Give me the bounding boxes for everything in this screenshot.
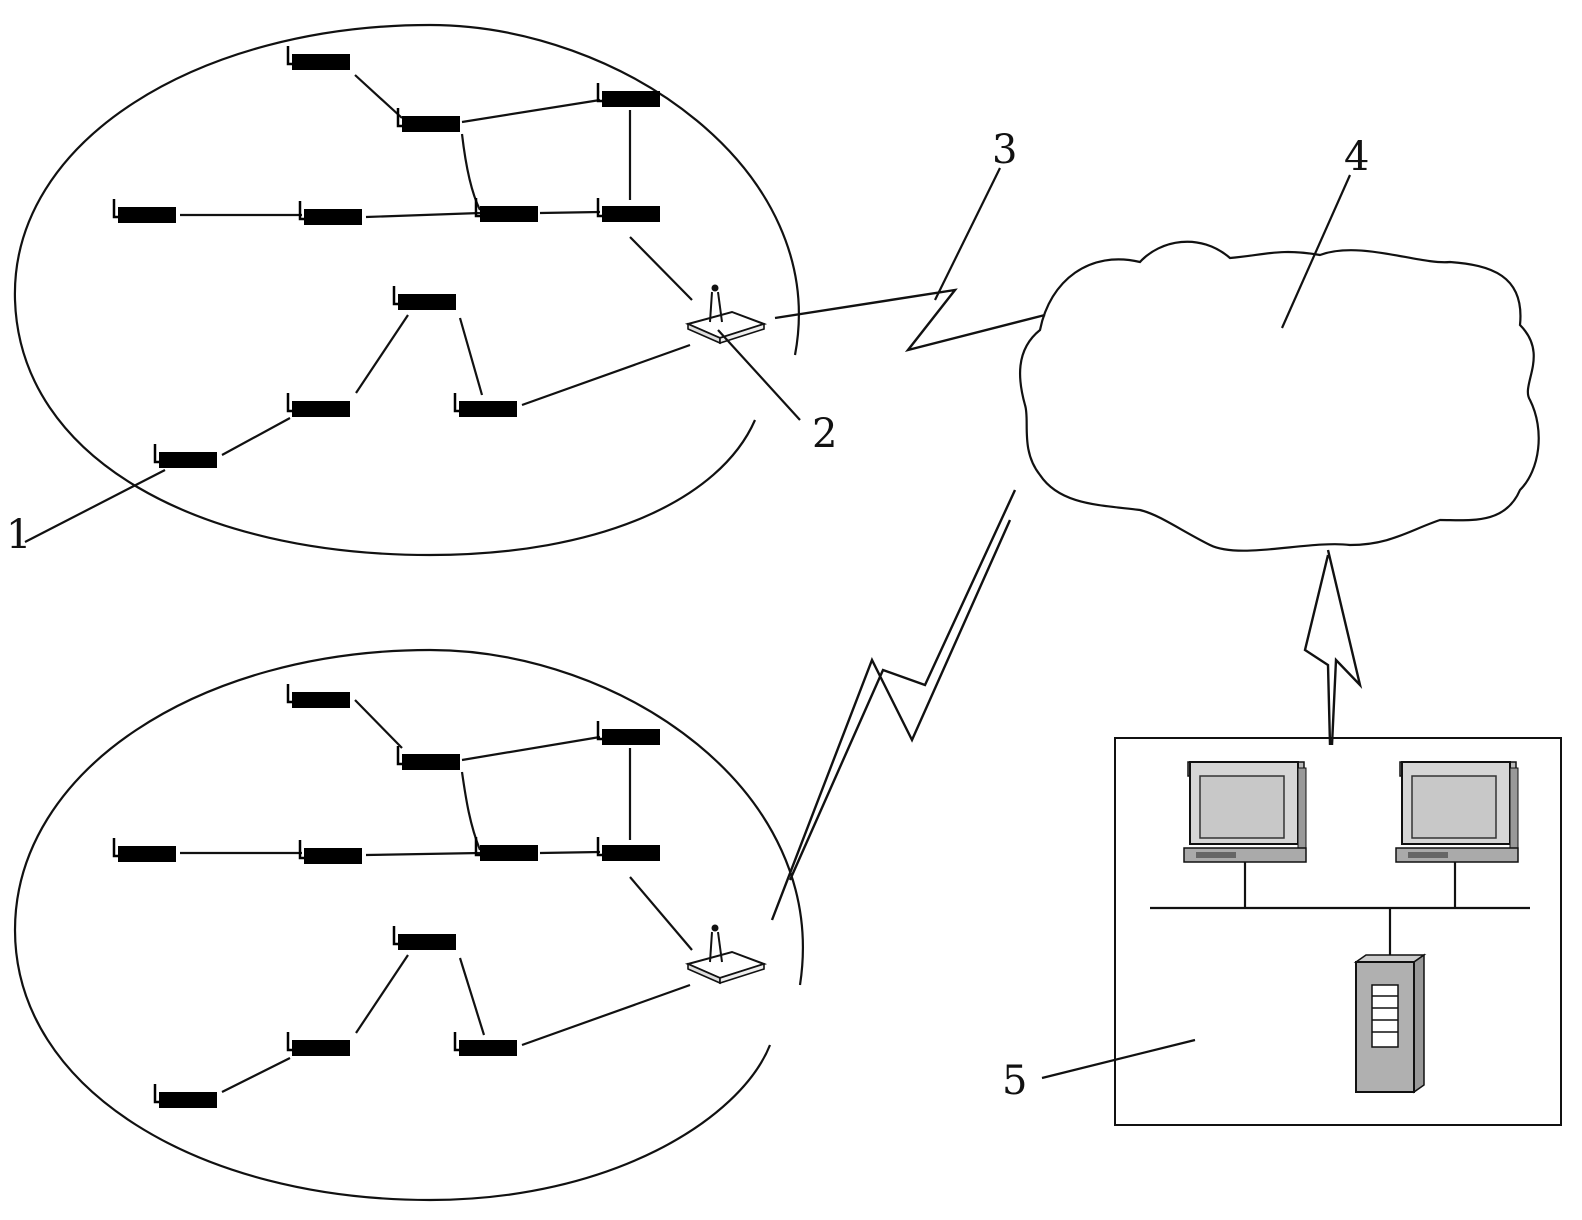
label-monitoring-center: 5 <box>1002 1058 1027 1104</box>
sensor-node-icon <box>394 926 456 950</box>
sensor-node-icon <box>476 198 538 222</box>
sensor-node-icon <box>398 746 460 770</box>
leaders <box>25 168 1350 1078</box>
sensor-node-icon <box>598 721 660 745</box>
sensor-node-icon <box>598 837 660 861</box>
sensor-node-icon <box>288 393 350 417</box>
sensor-node-icon <box>300 201 362 225</box>
sensor-node-icon <box>114 838 176 862</box>
cloud-icon <box>1020 242 1539 551</box>
sensor-node-icon <box>155 444 217 468</box>
sensor-nodes-bottom <box>114 684 660 1108</box>
sensor-node-icon <box>114 199 176 223</box>
monitoring-center <box>1115 738 1561 1125</box>
computer-icon <box>1184 762 1306 862</box>
label-wireless-link: 3 <box>992 127 1017 173</box>
server-icon <box>1356 955 1424 1092</box>
cluster-boundary-bottom <box>15 650 803 1200</box>
lightning-link-icon <box>775 290 1045 350</box>
gateway-router-icon <box>688 285 764 344</box>
sensor-nodes-top <box>114 46 660 468</box>
computer-icon <box>1396 762 1518 862</box>
label-network-cloud: 4 <box>1344 134 1369 180</box>
lightning-link-icon <box>1305 555 1330 745</box>
lightning-link-icon <box>790 490 1015 880</box>
sensor-node-icon <box>288 46 350 70</box>
label-sensor-node: 1 <box>6 512 31 558</box>
sensor-node-icon <box>300 840 362 864</box>
label-gateway: 2 <box>812 411 837 457</box>
sensor-network-top <box>15 25 799 555</box>
sensor-node-icon <box>455 1032 517 1056</box>
sensor-node-icon <box>455 393 517 417</box>
sensor-node-icon <box>288 684 350 708</box>
sensor-node-icon <box>598 198 660 222</box>
gateway-router-icon <box>688 925 764 984</box>
sensor-node-icon <box>394 286 456 310</box>
sensor-node-icon <box>288 1032 350 1056</box>
sensor-node-icon <box>398 108 460 132</box>
sensor-network-bottom <box>15 650 803 1200</box>
sensor-node-icon <box>155 1084 217 1108</box>
sensor-node-icon <box>476 837 538 861</box>
lightning-link-icon <box>1328 550 1360 745</box>
